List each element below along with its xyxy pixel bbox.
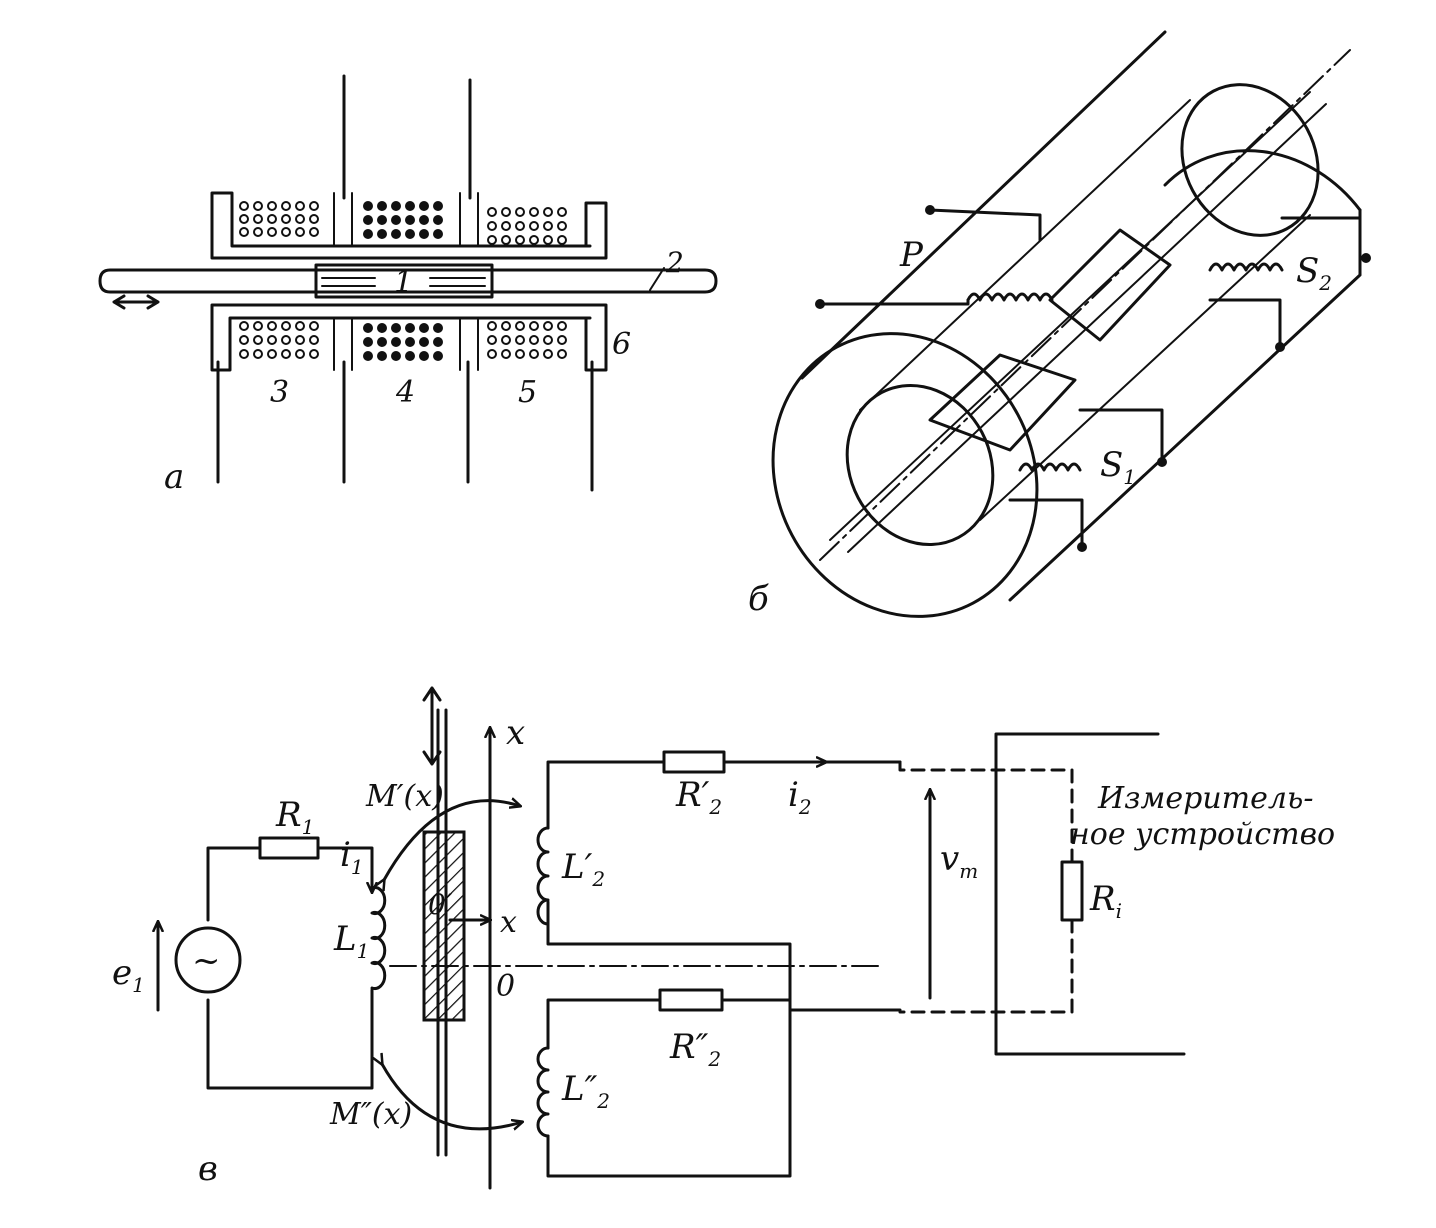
outer-housing-back [1163,149,1362,212]
label-e1: e1 [112,953,145,997]
panel-b-isometric [771,30,1371,618]
label-core-origin: 0′ [428,888,453,921]
leader-2 [649,267,665,291]
label-secondary-2: S2 [1296,251,1332,295]
panel-label-a: а [164,457,184,497]
upper-center-winding [363,201,443,239]
label-output-voltage: vm [940,839,978,883]
secondary-upper-wire [546,760,902,1178]
terminal-dot [1077,542,1087,552]
label-coil-right: 5 [518,375,537,410]
resistor-r1 [258,836,320,860]
ferrite-core [422,830,466,1022]
lower-left-winding [239,321,319,359]
label-axis-x: x [506,713,525,753]
inductor-l2-lower [536,1046,550,1138]
motion-arrow [112,294,160,310]
mutual-lower-arc [382,1064,522,1129]
lead-wire [342,74,472,200]
label-ri: Ri [1089,879,1122,923]
mutual-upper-arc [384,801,520,880]
upper-left-winding [239,201,319,237]
core [314,263,494,299]
terminal-dot [1361,253,1371,263]
lower-bobbin [210,303,608,372]
label-l1: L1 [333,919,369,963]
secondary-lower-wire [546,998,902,1050]
panel-c-circuit: ~ [158,686,1186,1190]
lead-wire [216,360,594,492]
primary-leads [818,208,1042,306]
core-segments [928,228,1172,452]
terminal-dot [1275,342,1285,352]
label-origin: 0 [496,969,515,1004]
secondary-coil-2 [1208,262,1284,272]
label-core: 1 [394,265,413,300]
core-detail [321,277,486,287]
lower-center-winding [363,323,443,361]
label-coil-center: 4 [395,375,415,410]
inductor-l2-upper [536,826,550,926]
ac-source [174,926,242,994]
label-mutual-upper: M′(x) [365,779,444,814]
label-meter-line2: ное устройство [1070,817,1335,852]
label-housing: 6 [612,327,631,362]
label-i1: i1 [340,835,364,879]
terminal-dot [925,205,935,215]
terminal-dot [1157,457,1167,467]
measuring-device-box [994,732,1186,1056]
label-i2: i2 [788,775,812,819]
rod-lines [829,91,1327,553]
label-l2-lower: L″2 [561,1069,610,1113]
inductor-l1 [370,886,387,990]
core-motion-arrow [422,686,442,766]
lower-bobbin-dividers [333,317,479,371]
resistor-r2-lower [658,988,724,1012]
secondary-coil-1 [1018,462,1082,472]
label-meter-line1: Измеритель- [1097,781,1313,816]
label-rod: 2 [665,246,684,279]
outer-housing-front [771,332,1039,618]
output-dashed-lines [898,760,1074,1014]
ac-source-symbol: ~ [192,941,221,981]
upper-bobbin [210,191,608,260]
resistor-r2-upper [662,750,726,774]
terminal-dot [815,299,825,309]
secondary-2-leads [1208,216,1362,347]
inner-bore-back [1180,83,1320,237]
rod [98,268,718,294]
secondary-1-leads [1008,408,1164,547]
upper-bobbin-dividers [333,192,479,247]
panel-label-b: б [748,579,769,619]
upper-right-winding [487,207,567,245]
center-axis [819,49,1351,561]
panel-a-cross-section [98,74,718,492]
primary-coil [966,292,1054,302]
label-coil-left: 3 [270,375,289,410]
lower-right-winding [487,321,567,359]
label-mutual-lower: M″(x) [329,1097,412,1132]
label-r2-lower: R″2 [669,1027,721,1071]
inner-bore-front [845,383,995,547]
label-secondary-1: S1 [1100,445,1136,489]
primary-loop-wire [206,846,374,1090]
label-primary: P [899,235,924,275]
label-r1: R1 [275,795,314,839]
resistor-ri [1060,860,1084,922]
label-l2-upper: L′2 [561,847,605,891]
label-r2-upper: R′2 [675,775,722,819]
label-core-x: x [500,905,517,940]
panel-label-c: в [198,1149,218,1189]
